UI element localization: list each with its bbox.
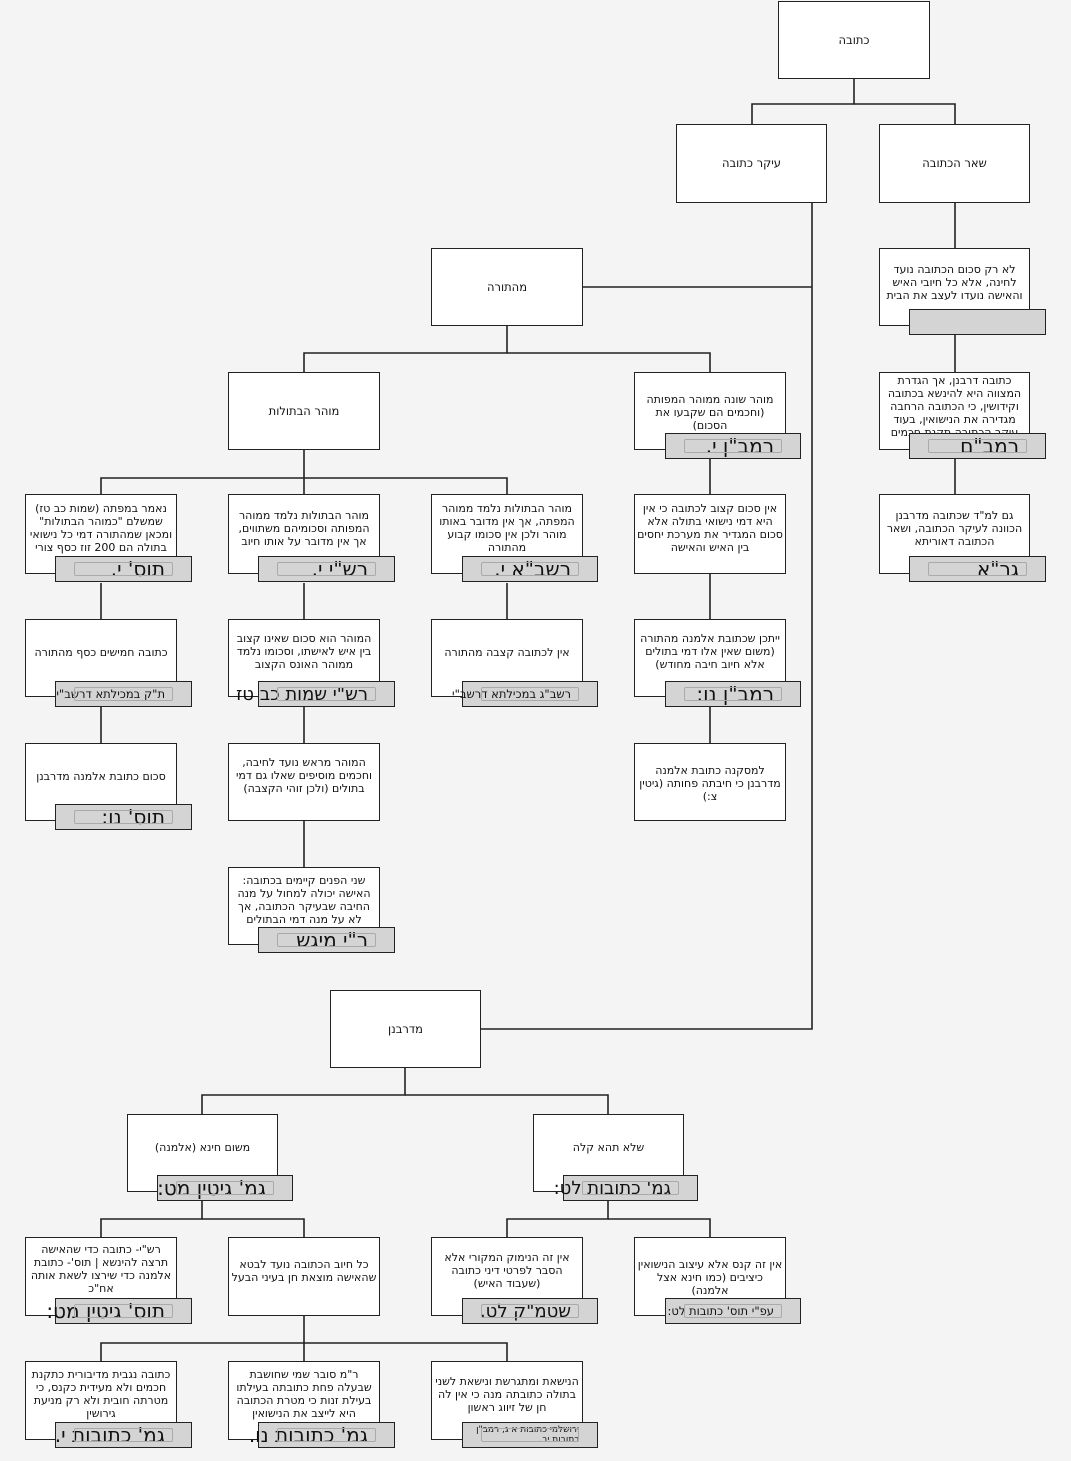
node-ikar-ketubah: עיקר כתובה [676,124,827,203]
node-ketubah: כתובה [778,1,930,79]
source-label: תוס' גיטין מט: [46,1298,192,1324]
node-text: מוהר הבתולות נלמד ממוהר המפתה, אך אין מד… [439,502,575,554]
source-label: רשב"ג במכילתא דרשב"י [452,681,598,707]
node-text: מוהר הבתולות [268,403,340,418]
node-text: שאר הכתובה [922,156,987,170]
node-text: שלא תהא קלה [572,1141,645,1154]
node-text: ר"מ סובר שמי שחושבת שבעלה פחת כתובתה בעי… [236,1368,372,1420]
source-label: גמ' כתובות לט: [554,1175,698,1201]
node-text: כתובה נגבית מדיבורית כתקנת חכמים ולא מעי… [31,1368,171,1420]
source-label: רש"י י. [258,556,395,582]
node-text: מדרבנן [388,1021,423,1036]
node-text: מוהר הבתולות נלמד ממוהר המפותה וסכומיהם … [238,509,370,548]
node-text: כתובה [838,32,870,47]
node-text: הנישאת ומתגרשת ונישאת לשני בתולה כתובתה … [435,1375,579,1414]
node-text: שני הפנים קיימים בכתובה: האישה יכולה למח… [237,874,371,926]
node-miderabanan: מדרבנן [330,990,481,1068]
source-label: ת"ק במכילתא דרשב"י [55,681,192,707]
source-label: תוס' נו: [55,804,192,830]
node-text: אין זה קנס אלא עיצוב הנישואין כיציבים (כ… [637,1258,783,1297]
node-text: נאמר במפתה (שמות כב טז) שמשלם "כמוהר הבת… [29,502,173,554]
source-label: גמ' גיטין מט: [157,1175,293,1201]
source-label: רמב"ם [909,433,1046,459]
node-text: כל חיוב הכתובה נועד לבטא שהאישה מוצאת חן… [231,1258,377,1284]
source-label: עפ"י תוס' כתובות לט: [665,1298,801,1324]
source-label: רשב"א י. [462,556,598,582]
source-label: רמב"ן י. [665,433,801,459]
node-mohar-betulot: מוהר הבתולות [228,372,380,450]
node-text: כתובה דרבנן, אך הגדרת המצווה היא להינשא … [887,374,1022,439]
node-text: לא רק סכום הכתובה נועד לחינה, אלא כל חיו… [886,263,1023,302]
source-label: רש"י שמות כב טז [236,681,395,707]
node-text: עיקר כתובה [722,156,782,170]
node-text: המוהר מראש נועד לחיבה, וחכמים מוסיפים שא… [235,756,373,795]
node-mohar-merosh: המוהר מראש נועד לחיבה, וחכמים מוסיפים שא… [228,743,380,821]
node-text: אין סכום קצוב לכתובה כי אין היא דמי נישו… [637,502,783,554]
source-label: תוס' י. [55,556,192,582]
node-text: ייתכן שכתובת אלמנה מהתורה (משום שאין אלו… [640,632,780,671]
source-label: שטמ"ק לט. [462,1298,598,1324]
node-text: מוהר שונה ממוהר המפותה (וחכמים הם שקבעו … [646,393,774,432]
node-text: רש"י- כתובה כדי שהאישה תרצה להינשא | תוס… [30,1243,172,1295]
node-text: משום חינא (אלמנה) [154,1141,251,1154]
node-text: למסקנה כתובת אלמנה מדרבנן כי חיבתה פחותה… [639,764,781,803]
node-ein-sechum: אין סכום קצוב לכתובה כי אין היא דמי נישו… [634,494,786,574]
source-label: גר"א [909,556,1046,582]
node-shear-ketubah: שאר הכתובה [879,124,1030,203]
node-ein-knas: אין זה קנס אלא עיצוב הנישואין כיציבים (כ… [634,1237,786,1316]
node-kol-chiyuv: כל חיוב הכתובה נועד לבטא שהאישה מוצאת חן… [228,1237,380,1316]
node-text: כתובה חמישים כסף מהתורה [34,646,168,659]
source-label: גמ' כתובות י. [55,1422,192,1448]
node-text: המוהר הוא סכום שאינו קצוב בין איש לאישתו… [236,632,372,671]
source-label: ירושלמי כתובות א ג, רמב"ן כתובות יב. [462,1422,598,1448]
node-text: גם למ"ד שכתובה מדרבנן הכוונה לעיקר הכתוב… [886,509,1023,548]
node-rm-sover: ר"מ סובר שמי שחושבת שבעלה פחת כתובתה בעי… [228,1361,380,1440]
node-text: סכום כתובת אלמנה מדרבנן [36,770,166,783]
source-label: ר"י מיגש [258,927,395,953]
node-text: מהתורה [486,279,528,294]
node-text: אין זה הנימוק המקורי אלא הסבר לפרטי דיני… [444,1251,570,1290]
source-label-blank [909,309,1046,335]
node-text: אין לכתובה קצבה מהתורה [444,646,570,659]
source-label: רמב"ן נו: [665,681,801,707]
source-label: גמ' כתובות נו. [249,1422,395,1448]
node-lemaskana: למסקנה כתובת אלמנה מדרבנן כי חיבתה פחותה… [634,743,786,821]
node-mehatorah: מהתורה [431,248,583,326]
